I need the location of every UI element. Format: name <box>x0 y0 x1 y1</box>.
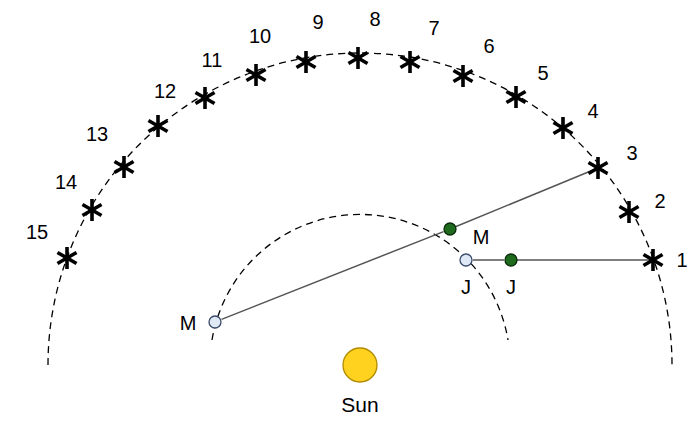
star-symbol <box>588 157 607 179</box>
star-arm <box>246 70 265 81</box>
sight-line <box>511 259 653 261</box>
star-arm <box>57 253 76 264</box>
star-number: 11 <box>202 50 223 70</box>
star-arm <box>296 57 315 68</box>
planet-dot <box>460 254 472 266</box>
node-shape <box>208 315 222 329</box>
star-arm <box>400 57 419 68</box>
star-symbol <box>246 64 265 86</box>
body-label: Sun <box>341 394 378 415</box>
star-arm <box>553 123 572 134</box>
star-arm <box>114 162 133 173</box>
sun-disc: Sun <box>342 347 378 383</box>
sun-disc <box>343 348 377 382</box>
outer-orbit <box>48 53 672 365</box>
star-number: 10 <box>249 26 271 46</box>
star-number: 3 <box>626 143 637 163</box>
star-symbol <box>453 65 472 87</box>
star-number: 12 <box>154 81 176 101</box>
sight-line <box>450 168 598 229</box>
star-number: 5 <box>537 63 548 83</box>
star-arm <box>506 92 525 103</box>
star-arm <box>348 53 367 64</box>
star-arm <box>553 123 572 134</box>
star-symbol <box>82 199 101 221</box>
star-arm <box>588 163 607 174</box>
star-number: 2 <box>654 191 665 211</box>
body-label: J <box>461 277 471 297</box>
star-symbol <box>348 47 367 69</box>
star-arm <box>82 205 101 216</box>
planet-dot: M <box>208 315 222 329</box>
star-arm <box>348 53 367 64</box>
planet-dot: J <box>504 253 518 267</box>
planet-dot <box>209 316 221 328</box>
star-symbol <box>195 87 214 109</box>
planet-dot: J <box>459 253 473 267</box>
star-arm <box>195 93 214 104</box>
star-symbol <box>148 115 167 137</box>
star-symbol <box>296 51 315 73</box>
sight-line <box>222 232 444 320</box>
node-shape <box>504 253 518 267</box>
node-shape <box>459 253 473 267</box>
star-field <box>57 47 662 271</box>
star-symbol <box>57 247 76 269</box>
star-number: 14 <box>55 172 77 192</box>
star-symbol <box>553 117 572 139</box>
star-number: 1 <box>676 250 687 270</box>
star-number: 8 <box>369 9 380 29</box>
body-label: M <box>180 313 197 333</box>
star-number: 13 <box>86 124 108 144</box>
star-symbol <box>114 156 133 178</box>
planet-dot: M <box>443 222 457 236</box>
star-symbol <box>400 51 419 73</box>
sight-line <box>473 259 504 261</box>
star-number: 6 <box>483 36 494 56</box>
star-arm <box>195 93 214 104</box>
star-arm <box>643 255 662 266</box>
node-shape <box>342 347 378 383</box>
star-arm <box>588 163 607 174</box>
star-arm <box>148 121 167 132</box>
body-label: M <box>473 227 490 247</box>
planet-dot <box>444 223 456 235</box>
star-arm <box>246 70 265 81</box>
star-number: 15 <box>26 222 48 242</box>
body-label: J <box>506 277 516 297</box>
star-arm <box>82 205 101 216</box>
star-arm <box>643 255 662 266</box>
star-number: 9 <box>312 12 323 32</box>
star-arm <box>114 162 133 173</box>
star-symbol <box>619 201 638 223</box>
star-symbol <box>506 86 525 108</box>
star-arm <box>400 57 419 68</box>
star-number: 4 <box>587 101 598 121</box>
planet-dot <box>505 254 517 266</box>
inner-orbit <box>212 214 508 340</box>
star-arm <box>148 121 167 132</box>
star-arm <box>619 207 638 218</box>
star-arm <box>506 92 525 103</box>
star-number: 7 <box>428 18 439 38</box>
star-arm <box>57 253 76 264</box>
node-shape <box>443 222 457 236</box>
star-arm <box>619 207 638 218</box>
star-arm <box>296 57 315 68</box>
star-arm <box>453 71 472 82</box>
star-arm <box>453 71 472 82</box>
star-symbol <box>643 249 662 271</box>
